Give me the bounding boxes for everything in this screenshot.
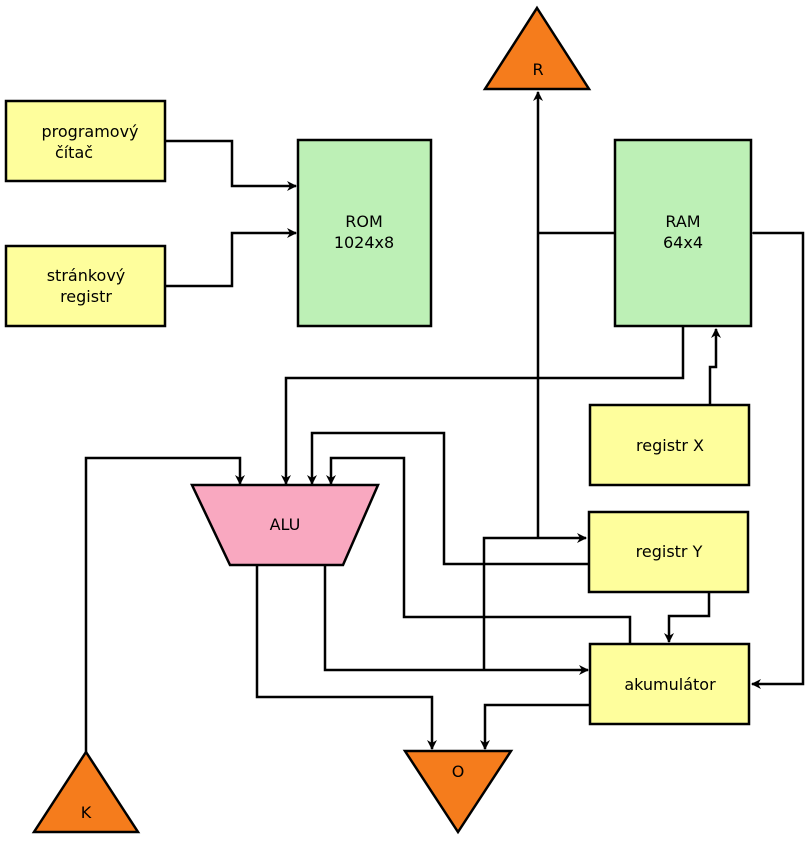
page-register-label-line2: registr <box>60 287 112 306</box>
wire-alu-to-o <box>255 566 437 750</box>
rom-block: ROM 1024x8 <box>296 138 433 328</box>
port-k-label: K <box>81 803 92 822</box>
wire-bus-to-regy <box>482 533 587 670</box>
ram-label-line1: RAM <box>665 212 700 231</box>
port-r-label: R <box>532 60 543 79</box>
ram-block: RAM 64x4 <box>613 138 753 328</box>
accumulator-block: akumulátor <box>588 642 751 726</box>
port-k: K <box>31 749 141 834</box>
port-o: O <box>402 749 514 835</box>
port-o-label: O <box>452 762 465 781</box>
register-x-block: registr X <box>588 403 751 487</box>
accumulator-label: akumulátor <box>624 675 716 694</box>
wire-regx-to-ram <box>708 328 721 405</box>
port-r: R <box>482 5 592 91</box>
wire-ram-acc-bidir <box>744 228 805 689</box>
program-counter-label-line1: programový <box>41 122 138 141</box>
wire-page-reg-to-rom <box>166 228 297 288</box>
wire-alu-to-acc <box>323 566 589 675</box>
alu-label: ALU <box>270 515 301 534</box>
wire-k-to-alu <box>84 456 245 752</box>
program-counter-block: programový čítač <box>4 99 167 183</box>
page-register-block: stránkový registr <box>4 244 167 328</box>
wire-regy-to-alu <box>307 431 590 566</box>
ram-label-line2: 64x4 <box>663 233 703 252</box>
wire-acc-to-alu <box>326 456 632 644</box>
rom-label-line2: 1024x8 <box>334 233 394 252</box>
program-counter-label-line2: čítač <box>55 143 93 162</box>
page-register-label-line1: stránkový <box>47 266 126 285</box>
register-x-label: registr X <box>636 436 704 455</box>
wire-pc-to-rom <box>166 139 297 191</box>
alu-block: ALU <box>190 483 380 567</box>
register-y-label: registr Y <box>636 542 703 561</box>
wire-ram-to-alu <box>281 327 685 485</box>
register-y-block: registr Y <box>587 510 750 594</box>
wire-regy-to-acc <box>664 592 711 643</box>
connections <box>84 91 805 752</box>
wire-acc-to-o <box>480 703 590 750</box>
rom-label-line1: ROM <box>345 212 383 231</box>
